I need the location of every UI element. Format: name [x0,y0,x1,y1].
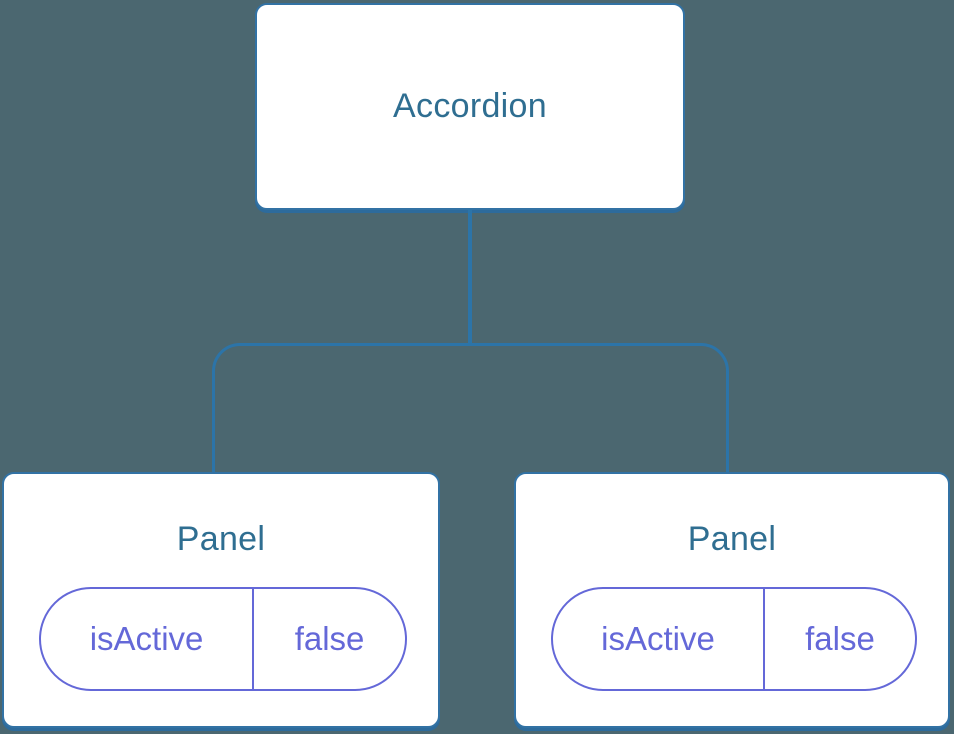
panel-left-state-pill: isActive false [39,587,407,691]
panel-right-state-value: false [805,620,875,657]
panel-node-left: Panel isActive false [2,472,440,728]
panel-left-label: Panel [176,520,266,558]
panel-right-label: Panel [687,520,777,558]
panel-node-right: Panel isActive false [514,472,950,728]
tree-connector-bracket [212,343,729,472]
panel-right-state-name: isActive [553,589,765,689]
tree-connector-stem [468,209,472,346]
panel-left-state-value: false [294,620,365,657]
panel-right-state-pill: isActive false [551,587,917,691]
accordion-node: Accordion [255,3,685,210]
accordion-node-label: Accordion [393,87,547,125]
panel-left-state-name: isActive [41,589,255,689]
